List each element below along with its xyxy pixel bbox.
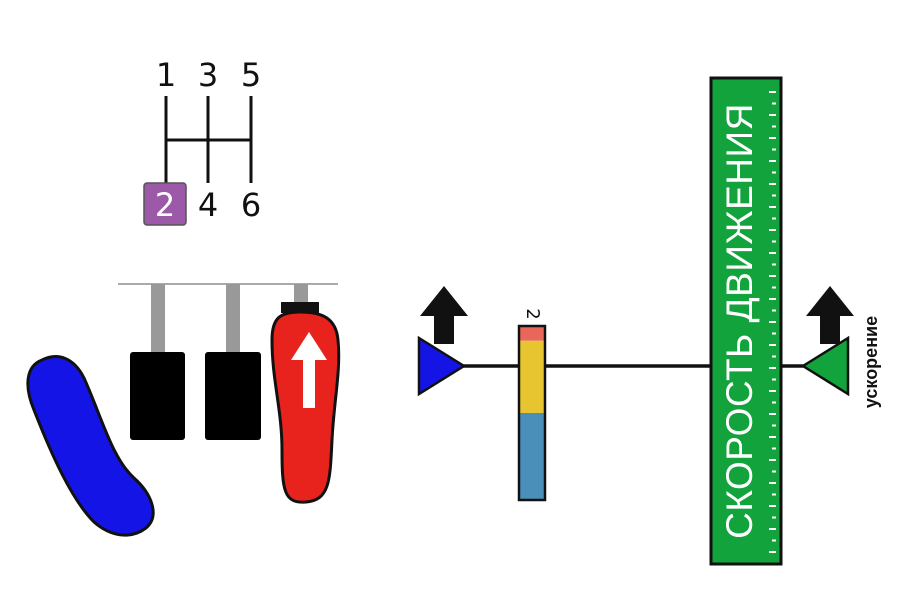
acceleration-label: ускорение (861, 316, 881, 408)
clutch-pedal-arm (151, 284, 165, 354)
gear-2-label: 2 (155, 186, 175, 224)
clutch-pedal (130, 352, 185, 440)
left-triangle-marker (417, 335, 467, 397)
speed-scale-title: СКОРОСТЬ ДВИЖЕНИЯ (719, 103, 760, 539)
driver-foot (26, 355, 155, 537)
gear-shift-pattern: 1 3 5 2 4 6 (143, 56, 261, 226)
pedal-assembly (26, 283, 341, 537)
gauge-segment-blue (520, 413, 544, 499)
right-triangle-marker (800, 335, 850, 397)
gauge-outline (517, 324, 547, 502)
gauge-label: 2 (522, 308, 543, 319)
gauge-segment-yellow (520, 340, 544, 413)
left-marker (417, 286, 468, 397)
arrow-up-icon (806, 286, 854, 344)
gear-3-label: 3 (198, 56, 218, 94)
speed-scale: СКОРОСТЬ ДВИЖЕНИЯ (709, 76, 783, 566)
gear-6-label: 6 (241, 186, 261, 224)
gear-5-label: 5 (241, 56, 261, 94)
right-marker: ускорение (800, 286, 881, 408)
gas-pedal-cap (281, 302, 319, 313)
brake-pedal-arm (226, 284, 240, 354)
gas-pedal-arm (294, 284, 308, 304)
arrow-up-icon (291, 332, 327, 408)
arrow-up-icon (420, 286, 468, 344)
active-gear-highlight (143, 182, 187, 226)
gear-4-label: 4 (198, 186, 218, 224)
gear-level-gauge: 2 (517, 308, 547, 502)
brake-pedal (205, 352, 261, 440)
gear-1-label: 1 (156, 56, 176, 94)
gauge-segment-red (520, 327, 544, 341)
